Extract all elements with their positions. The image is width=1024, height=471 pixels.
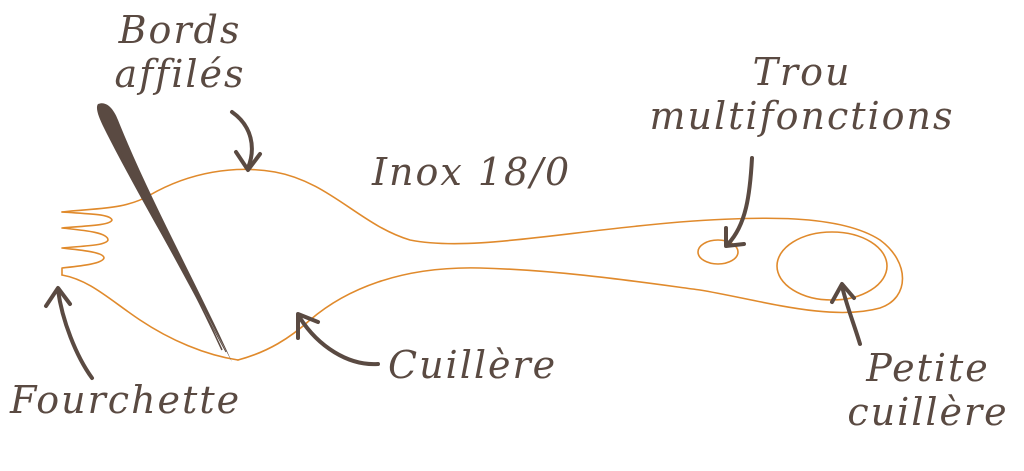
label-trou-line1: Trou [752,50,852,94]
multifunction-hole [697,239,739,265]
label-fourchette: Fourchette [10,378,242,422]
label-bords-line2: affilés [114,52,246,96]
small-spoon-bowl [776,231,888,301]
spork-outline [61,168,904,361]
label-trou-multifonctions: Trou multifonctions [632,50,972,138]
label-petite-line2: cuillère [847,390,1009,434]
arrow-trou [724,156,754,248]
fork-tines [61,211,113,276]
label-bords-line1: Bords [118,8,242,52]
spork-upper-edge [61,168,904,361]
spork-lower-edge [61,274,239,361]
arrow-petite-cuillere [830,282,862,346]
label-petite-line1: Petite [866,346,990,390]
label-inox: Inox 18/0 [372,150,572,194]
arrow-bords [230,110,262,172]
label-petite-cuillere: Petite cuillère [838,346,1018,434]
label-trou-line2: multifonctions [649,94,955,138]
arrow-fourchette [44,286,94,380]
sharp-edge-highlight [96,103,232,363]
label-bords-affiles: Bords affilés [100,8,260,96]
label-cuillere: Cuillère [388,343,558,387]
arrow-cuillere [296,312,380,367]
